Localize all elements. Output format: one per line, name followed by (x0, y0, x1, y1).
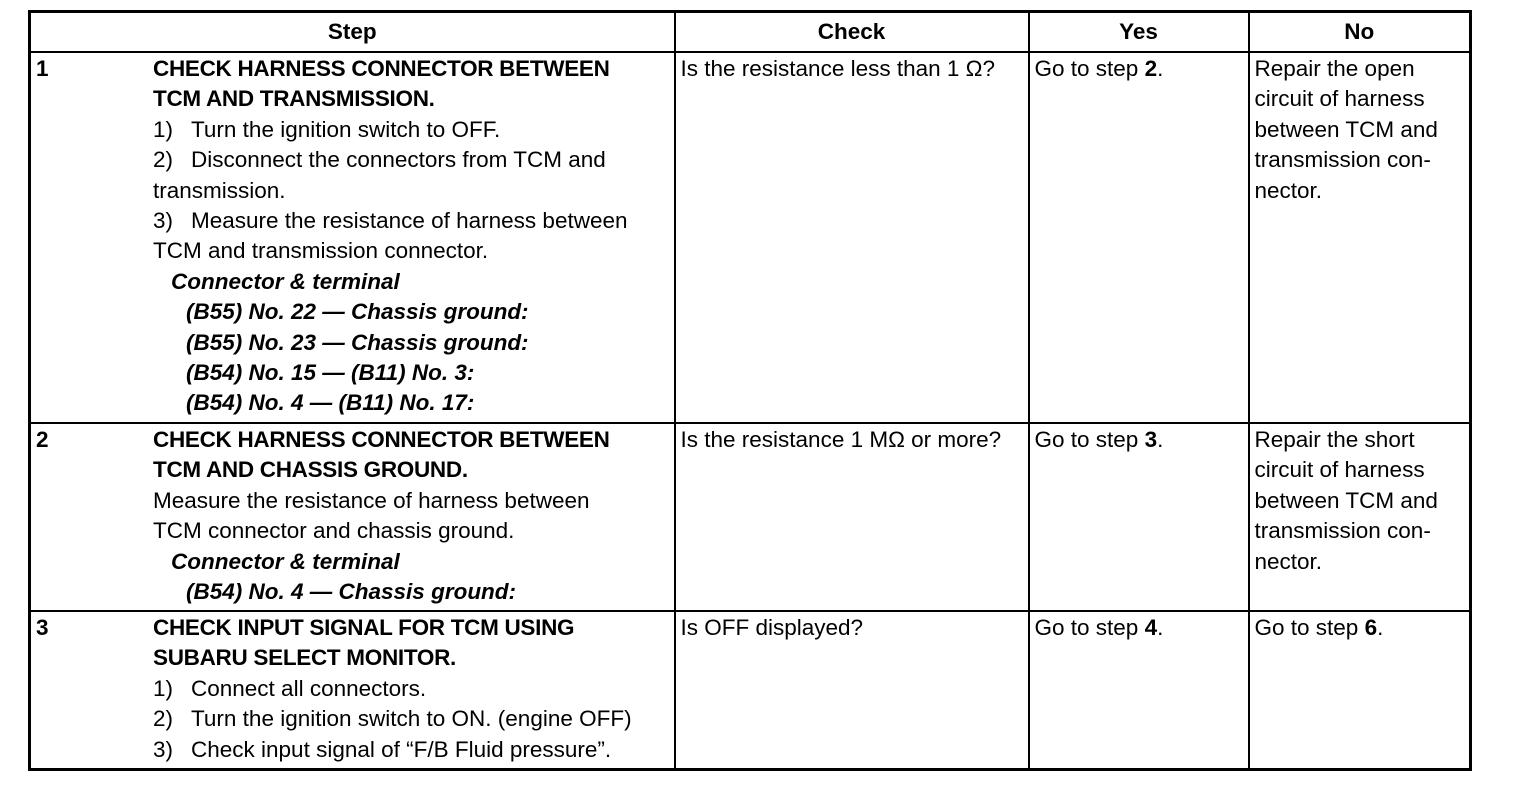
instruction-line: 2) Turn the ignition switch to ON. (engin… (153, 704, 669, 734)
step-body: CHECK HARNESS CONNECTOR BETWEEN TCM AND … (153, 425, 669, 607)
yes-prefix: Go to step (1034, 56, 1145, 81)
step-body: CHECK HARNESS CONNECTOR BETWEEN TCM AND … (153, 54, 669, 419)
instruction-line: 1) Connect all connectors. (153, 674, 669, 704)
yes-cell: Go to step 3. (1027, 422, 1250, 612)
table-row: 2 CHECK HARNESS CONNECTOR BETWEEN TCM AN… (28, 422, 1472, 612)
connector-terminal-item: (B54) No. 15 — (B11) No. 3: (186, 360, 475, 386)
table-row: 3 CHECK INPUT SIGNAL FOR TCM USING SUBAR… (28, 610, 1472, 770)
yes-suffix: . (1157, 615, 1164, 640)
step-title-line: TCM AND TRANSMISSION. (153, 86, 435, 112)
step-title-line: TCM AND CHASSIS GROUND. (153, 457, 468, 483)
instruction-number: 2) (153, 706, 174, 732)
diagnostic-table: Step Check Yes No 1 CHECK HARNESS CONNEC… (28, 10, 1472, 771)
step-title-line: CHECK HARNESS CONNECTOR BETWEEN (153, 56, 610, 81)
instruction-line: transmission. (153, 176, 669, 206)
instruction-text: Check input signal of “F/B Fluid pressur… (191, 736, 612, 762)
no-cell: Repair the short circuit of harness betw… (1247, 422, 1472, 612)
step-cell: 1 CHECK HARNESS CONNECTOR BETWEEN TCM AN… (28, 51, 676, 424)
step-number: 1 (36, 56, 49, 81)
header-check: Check (673, 10, 1030, 53)
instruction-text: Disconnect the connectors from TCM and (191, 147, 606, 173)
instruction-text: Measure the resistance of harness betwee… (153, 487, 590, 513)
step-cell: 2 CHECK HARNESS CONNECTOR BETWEEN TCM AN… (28, 422, 676, 612)
instruction-number: 1) (153, 116, 174, 142)
instruction-text: TCM connector and chassis ground. (153, 518, 515, 544)
yes-step-number: 2 (1144, 56, 1158, 81)
connector-terminal-item: (B54) No. 4 — (B11) No. 17: (186, 390, 475, 416)
no-step-number: 6 (1364, 615, 1378, 640)
instruction-line: 2) Disconnect the connectors from TCM and (153, 145, 669, 175)
yes-suffix: . (1157, 56, 1164, 81)
instruction-number: 3) (153, 736, 174, 762)
header-yes: Yes (1027, 10, 1250, 53)
connector-terminal-item: (B55) No. 22 — Chassis ground: (186, 299, 529, 325)
no-suffix: . (1377, 615, 1384, 640)
instruction-line: Measure the resistance of harness betwee… (153, 486, 669, 516)
connector-terminal-heading: Connector & terminal (171, 268, 400, 294)
header-row: Step Check Yes No (28, 10, 1472, 53)
step-number: 3 (36, 615, 49, 640)
instruction-text: Measure the resistance of harness betwee… (191, 208, 628, 234)
instruction-text: Turn the ignition switch to OFF. (191, 116, 501, 142)
instruction-line: 3) Check input signal of “F/B Fluid press… (153, 735, 669, 765)
yes-suffix: . (1157, 427, 1164, 452)
instruction-text: transmission. (153, 177, 286, 203)
instruction-line: 3) Measure the resistance of harness betw… (153, 206, 669, 236)
connector-terminal-item: (B55) No. 23 — Chassis ground: (186, 329, 529, 355)
instruction-text: TCM and transmission connector. (153, 238, 489, 264)
yes-step-number: 3 (1144, 427, 1158, 452)
step-number: 2 (36, 427, 49, 452)
yes-prefix: Go to step (1034, 615, 1145, 640)
step-title-line: CHECK INPUT SIGNAL FOR TCM USING (153, 615, 575, 640)
check-cell: Is the resistance less than 1 Ω? (673, 51, 1030, 424)
yes-cell: Go to step 4. (1027, 610, 1250, 770)
instruction-number: 1) (153, 675, 174, 701)
instruction-number: 3) (153, 208, 174, 234)
yes-cell: Go to step 2. (1027, 51, 1250, 424)
instruction-number: 2) (153, 147, 174, 173)
instruction-text: Turn the ignition switch to ON. (engine … (191, 706, 632, 732)
instruction-line: 1) Turn the ignition switch to OFF. (153, 115, 669, 145)
instruction-line: TCM connector and chassis ground. (153, 516, 669, 546)
step-title-line: SUBARU SELECT MONITOR. (153, 645, 456, 671)
connector-terminal-item: (B54) No. 4 — Chassis ground: (186, 579, 517, 605)
check-cell: Is OFF displayed? (673, 610, 1030, 770)
step-cell: 3 CHECK INPUT SIGNAL FOR TCM USING SUBAR… (28, 610, 676, 770)
instruction-text: Connect all connectors. (191, 675, 427, 701)
yes-step-number: 4 (1144, 615, 1158, 640)
no-cell: Repair the open circuit of harness betwe… (1247, 51, 1472, 424)
step-body: CHECK INPUT SIGNAL FOR TCM USING SUBARU … (153, 613, 669, 765)
connector-terminal-heading: Connector & terminal (171, 548, 400, 574)
instruction-line: TCM and transmission connector. (153, 236, 669, 266)
no-cell: Go to step 6. (1247, 610, 1472, 770)
yes-prefix: Go to step (1034, 427, 1145, 452)
header-step: Step (28, 10, 676, 53)
table-row: 1 CHECK HARNESS CONNECTOR BETWEEN TCM AN… (28, 51, 1472, 424)
no-prefix: Go to step (1254, 615, 1365, 640)
check-cell: Is the resistance 1 MΩ or more? (673, 422, 1030, 612)
header-no: No (1247, 10, 1472, 53)
step-title-line: CHECK HARNESS CONNECTOR BETWEEN (153, 427, 610, 452)
